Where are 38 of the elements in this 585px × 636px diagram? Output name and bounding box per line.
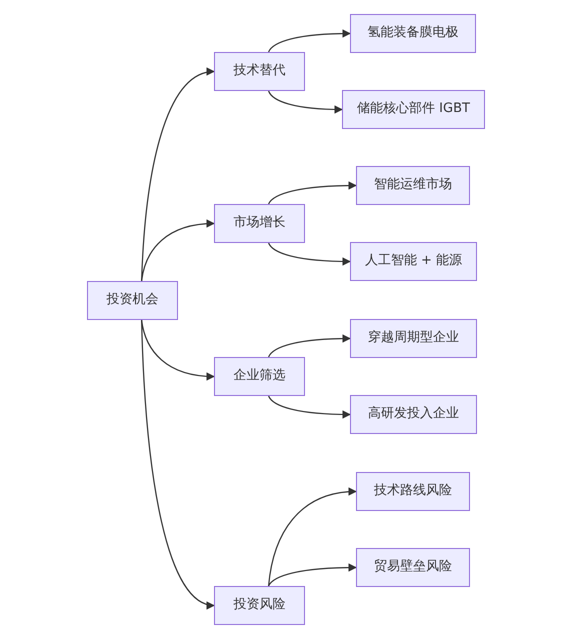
node-label: 穿越周期型企业 [368, 330, 459, 347]
arrow [141, 220, 215, 282]
process-box [350, 242, 477, 281]
node-label: 投资风险 [234, 597, 286, 614]
arrow [141, 320, 215, 608]
process-box [356, 472, 470, 511]
process-box [350, 395, 477, 434]
arrow [268, 563, 357, 586]
node-label: 智能运维市场 [374, 177, 452, 194]
arrow [141, 68, 215, 282]
node-label: 市场增长 [234, 215, 286, 232]
node-label: 氢能装备膜电极 [368, 25, 458, 42]
node-label: 投资机会 [106, 292, 158, 309]
arrow [268, 242, 351, 266]
node-label: 技术替代 [234, 63, 286, 80]
process-box [342, 90, 485, 129]
arrow [268, 90, 343, 114]
node-label: 贸易壁垒风险 [374, 559, 452, 576]
node-label: 技术路线风险 [374, 483, 452, 500]
node-label: 企业筛选 [234, 368, 286, 385]
process-box [214, 204, 305, 243]
arrow [268, 488, 357, 586]
process-box [350, 14, 476, 53]
arrow [268, 396, 351, 419]
node-label: 人工智能 + 能源 [364, 253, 462, 270]
process-box [356, 548, 470, 587]
process-box [356, 166, 470, 205]
process-box [214, 52, 305, 91]
process-box [214, 357, 305, 396]
arrow [268, 29, 351, 52]
node-label: 高研发投入企业 [368, 406, 459, 423]
process-box [87, 281, 178, 320]
arrow [268, 181, 357, 204]
process-box [350, 319, 477, 358]
arrow [141, 320, 215, 380]
process-box [214, 586, 305, 625]
arrow [268, 334, 351, 358]
node-label: 储能核心部件 IGBT [357, 101, 470, 118]
